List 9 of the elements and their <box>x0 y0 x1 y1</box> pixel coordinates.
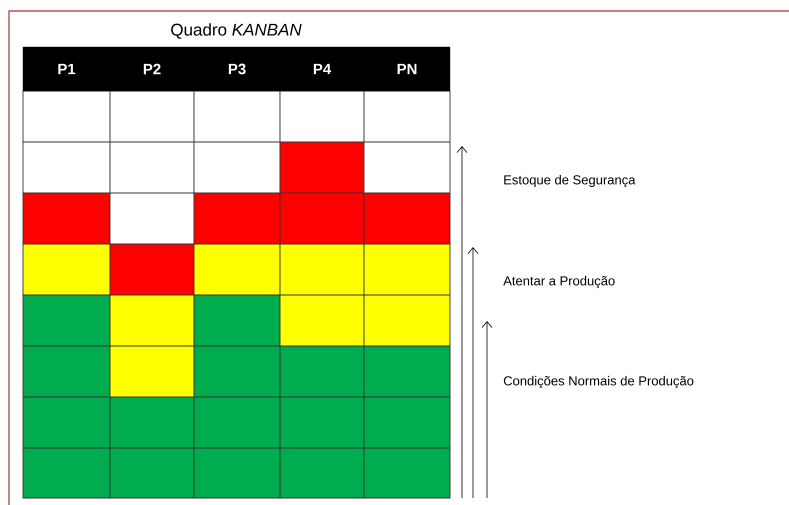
column-header: P4 <box>280 46 364 92</box>
board-title: Quadro KANBAN <box>171 23 302 39</box>
column-header: P3 <box>194 46 280 92</box>
zone-label: Estoque de Segurança <box>504 174 636 188</box>
column-header: PN <box>364 46 450 92</box>
column-header: P1 <box>22 46 110 92</box>
column-header: P2 <box>110 46 194 92</box>
zone-label: Atentar a Produção <box>503 276 615 288</box>
zone-label: Condições Normais de Produção <box>504 376 694 388</box>
